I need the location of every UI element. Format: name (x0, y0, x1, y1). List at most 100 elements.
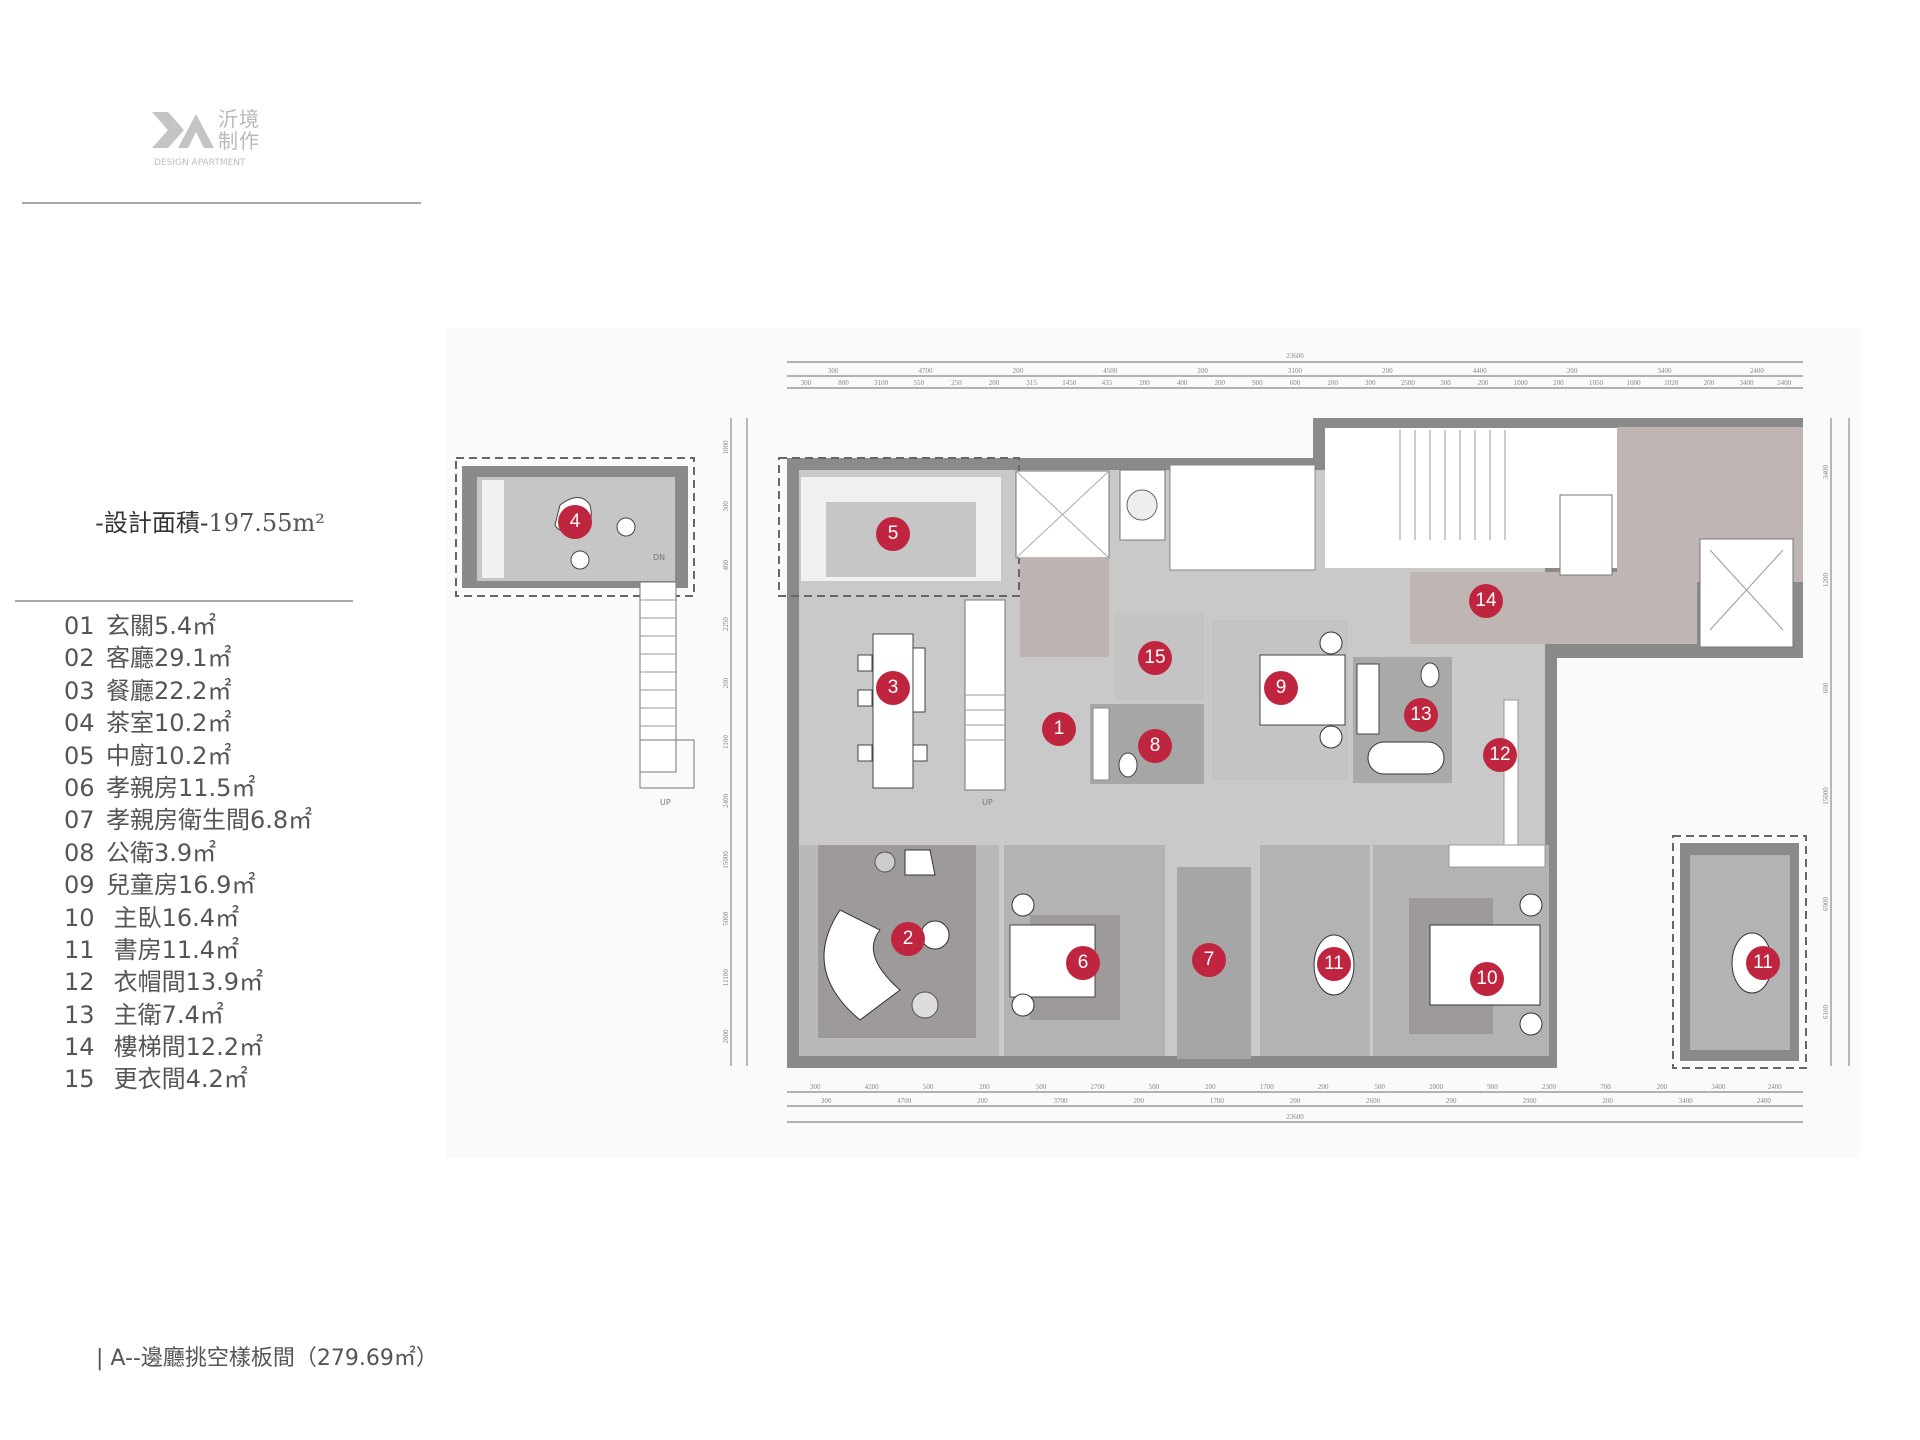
dimension-label: 5000 (722, 911, 730, 926)
dimension-label: 3700 (1054, 1097, 1069, 1105)
dimension-label: 900 (1487, 1083, 1498, 1091)
dimension-label: 200 (1704, 379, 1715, 387)
room-marker: 3 (876, 671, 910, 705)
dimension-label: 2400 (1777, 379, 1792, 387)
legend-room-area: 10.2㎡ (154, 741, 232, 770)
dimension-label: 2900 (1522, 1097, 1537, 1105)
divider (15, 600, 353, 602)
legend-room-area: 4.2㎡ (185, 1065, 248, 1094)
dimension-label: 2400 (1768, 1083, 1783, 1091)
room-marker: 14 (1469, 584, 1503, 618)
legend-room-name: 客廳 (106, 644, 154, 673)
legend-number: 04 (64, 709, 95, 738)
logo-mark-icon (152, 112, 214, 148)
legend-room-name: 書房 (106, 935, 162, 964)
legend-room-name: 衣帽間 (106, 968, 186, 997)
dimension-label: 315 (1026, 379, 1037, 387)
room-marker: 7 (1192, 943, 1226, 977)
dimension-label: 2000 (1429, 1083, 1444, 1091)
logo-chinese-text: 沂境制作 (218, 107, 260, 153)
legend-room-area: 13.9㎡ (185, 968, 264, 997)
legend-number: 06 (64, 773, 95, 802)
dimension-label: 600 (1822, 682, 1830, 693)
dimension-label: 200 (1205, 1083, 1216, 1091)
legend-room-area: 12.2㎡ (185, 1033, 264, 1062)
legend-room-name: 茶室 (106, 709, 154, 738)
legend-room-area: 16.4㎡ (161, 903, 240, 932)
legend-room-area: 7.4㎡ (161, 1000, 224, 1029)
dimension-label: 200 (977, 1097, 988, 1105)
dimension-label: 200 (1567, 367, 1578, 375)
legend-number: 15 (64, 1065, 95, 1094)
dimension-label: 200 (979, 1083, 990, 1091)
dimension-label: 4700 (919, 367, 934, 375)
legend-item: 03 餐廳22.2㎡ (64, 675, 312, 707)
up-label: UP (660, 798, 671, 807)
dimension-label: 300 (1365, 379, 1376, 387)
legend-room-area: 5.4㎡ (154, 612, 217, 640)
legend-room-name: 孝親房 (106, 773, 178, 802)
dimension-label: 300 (828, 367, 839, 375)
dimension-label: 4500 (1103, 367, 1118, 375)
dimension-label: 250 (951, 379, 962, 387)
legend-room-name: 公衛 (106, 838, 154, 867)
dimension-label: 3400 (1822, 465, 1830, 480)
dimension-label: 4700 (897, 1097, 912, 1105)
dimension-label: 500 (1374, 1083, 1385, 1091)
room-marker: 5 (876, 517, 910, 551)
dimension-label: 700 (1600, 1083, 1611, 1091)
dimension-label: 200 (1602, 1097, 1613, 1105)
dimension-label: 200 (722, 677, 730, 688)
dimension-label: 2700 (1090, 1083, 1105, 1091)
dimension-label: 500 (1149, 1083, 1160, 1091)
dimension-label: 200 (1327, 379, 1338, 387)
dimension-label: 1020 (1664, 379, 1679, 387)
design-area-title: -設計面積-197.55m² (20, 503, 400, 538)
dimension-label: 1200 (1822, 573, 1830, 588)
legend-room-area: 22.2㎡ (154, 676, 232, 705)
dimension-label: 200 (1290, 1097, 1301, 1105)
dimension-label: 300 (810, 1083, 821, 1091)
dimension-label: 2000 (722, 1029, 730, 1044)
room-marker: 10 (1470, 962, 1504, 996)
legend-number: 11 (64, 935, 95, 964)
dimension-label: 200 (1197, 367, 1208, 375)
dimension-label: 3100 (874, 379, 889, 387)
legend-number: 07 (64, 806, 95, 835)
dimension-label: 200 (1013, 367, 1024, 375)
legend-room-name: 餐廳 (106, 676, 154, 705)
dimension-label: 2250 (722, 617, 730, 632)
legend-room-name: 兒童房 (106, 871, 178, 900)
study-annex (1672, 835, 1807, 1069)
dimension-label: 300 (722, 501, 730, 512)
legend-room-area: 29.1㎡ (154, 644, 232, 673)
dimension-label: 2400 (1750, 367, 1765, 375)
room-marker: 6 (1066, 946, 1100, 980)
dimension-label: 15000 (722, 851, 730, 869)
dimension-label: 3400 (1657, 367, 1672, 375)
dimension-label: 2500 (1401, 379, 1416, 387)
dimension-label: 4200 (865, 1083, 880, 1091)
legend-number: 03 (64, 676, 95, 705)
legend-room-area: 3.9㎡ (154, 838, 217, 867)
dimension-label: 2400 (1757, 1097, 1772, 1105)
dimension-label: 200 (1657, 1083, 1668, 1091)
up-label: UP (982, 798, 993, 807)
dimension-label: 300 (1440, 379, 1451, 387)
dimension-label: 2400 (722, 793, 730, 808)
dimension-label: 200 (1446, 1097, 1457, 1105)
dimension-label: 800 (838, 379, 849, 387)
plan-caption: | A--邊廳挑空樣板間（279.69㎡） (96, 1346, 438, 1371)
legend-number: 08 (64, 838, 95, 867)
room-marker: 4 (558, 505, 592, 539)
legend-number: 10 (64, 903, 95, 932)
dimension-label: 550 (913, 379, 924, 387)
dimension-label: 200 (989, 379, 1000, 387)
dimension-label: 300 (821, 1097, 832, 1105)
room-marker: 12 (1483, 738, 1517, 772)
